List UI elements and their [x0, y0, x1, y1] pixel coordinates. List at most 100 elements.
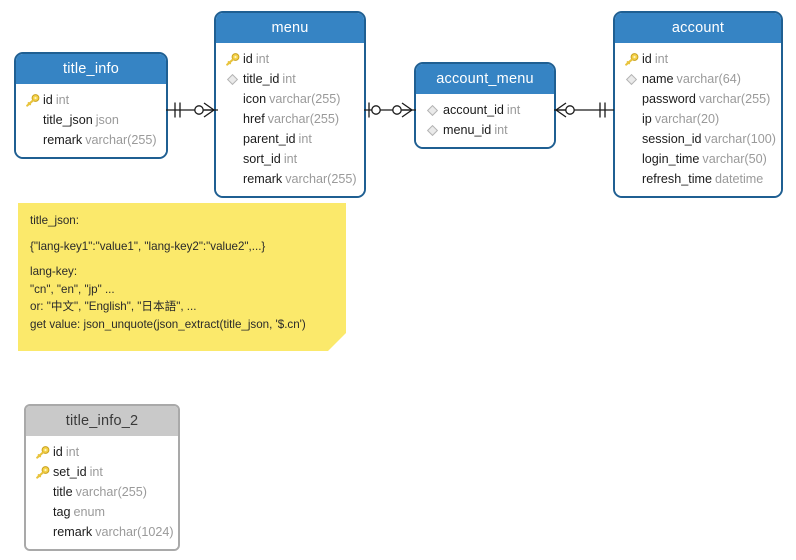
field-name: session_id [642, 132, 702, 146]
field-name: name [642, 72, 674, 86]
field-name: refresh_time [642, 172, 712, 186]
field-name: icon [243, 92, 267, 106]
no-icon [622, 131, 640, 147]
field-type: varchar(255) [285, 172, 357, 186]
no-icon [622, 171, 640, 187]
field-type: int [55, 93, 70, 107]
key-icon [33, 464, 51, 480]
sticky-note[interactable]: title_json: {"lang-key1":"value1", "lang… [18, 203, 346, 351]
no-icon [33, 524, 51, 540]
field-type: datetime [715, 172, 764, 186]
entity-title-info-header: title_info [16, 54, 166, 84]
note-line: {"lang-key1":"value1", "lang-key2":"valu… [30, 239, 266, 253]
entity-account-header: account [615, 13, 781, 43]
field-type: varchar(20) [654, 112, 720, 126]
entity-menu-header: menu [216, 13, 364, 43]
field-type: int [255, 52, 270, 66]
field-type: int [283, 152, 298, 166]
field-type: varchar(255) [267, 112, 340, 126]
relationship-menu-account-menu[interactable] [364, 98, 416, 122]
field-type: int [654, 52, 669, 66]
field-name: tag [53, 505, 71, 519]
note-fold-corner [328, 333, 346, 351]
field-type: varchar(255) [269, 92, 341, 106]
field-name: id [642, 52, 652, 66]
field-name: remark [243, 172, 283, 186]
field-type: varchar(64) [676, 72, 741, 86]
field-name: account_id [443, 103, 504, 117]
field-name: menu_id [443, 123, 492, 137]
field-name: password [642, 92, 696, 106]
relationship-title-info-menu[interactable] [166, 98, 218, 122]
field-type: int [298, 132, 312, 146]
no-icon [33, 504, 51, 520]
diamond-icon [223, 71, 241, 87]
field-type: enum [73, 505, 106, 519]
field-type: json [95, 113, 119, 127]
field-type: int [494, 123, 508, 137]
field-name: parent_id [243, 132, 296, 146]
field-type: int [65, 445, 80, 459]
no-icon [223, 151, 241, 167]
field-name: id [53, 445, 63, 459]
relationship-account-menu-account[interactable] [554, 98, 614, 122]
note-line: lang-key: [30, 265, 78, 279]
no-icon [33, 484, 51, 500]
field-name: set_id [53, 465, 87, 479]
field-name: login_time [642, 152, 700, 166]
field-type: varchar(1024) [95, 525, 174, 539]
field-name: title [53, 485, 73, 499]
field-type: varchar(100) [704, 132, 776, 146]
field-type: varchar(255) [698, 92, 771, 106]
no-icon [223, 131, 241, 147]
field-name: id [243, 52, 253, 66]
field-type: varchar(255) [85, 133, 157, 147]
field-name: id [43, 93, 53, 107]
field-name: ip [642, 112, 652, 126]
key-icon [23, 92, 41, 108]
field-type: varchar(255) [75, 485, 148, 499]
note-line: get value: json_unquote(json_extract(tit… [30, 317, 306, 331]
field-type: int [506, 103, 521, 117]
field-name: sort_id [243, 152, 281, 166]
field-type: int [282, 72, 296, 86]
field-type: varchar(50) [702, 152, 767, 166]
field-name: title_id [243, 72, 280, 86]
no-icon [622, 151, 640, 167]
no-icon [622, 111, 640, 127]
diamond-icon [423, 122, 441, 138]
